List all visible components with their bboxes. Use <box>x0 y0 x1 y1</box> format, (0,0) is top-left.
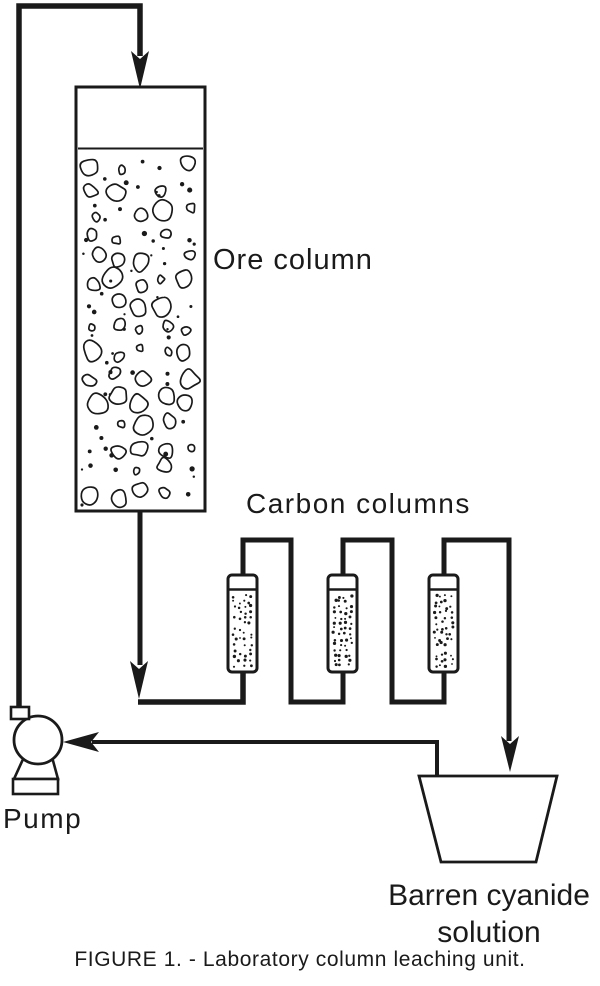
carbon-column-3-vessel <box>427 573 460 674</box>
flow-arrow-ore-outlet <box>130 661 148 699</box>
pipe-carbon1-to-carbon2 <box>240 537 346 705</box>
barren-solution-label-line2: solution <box>437 916 541 949</box>
ore-column-label: Ore column <box>213 244 373 276</box>
flow-arrow-into-solution-tank <box>501 736 519 772</box>
carbon-column-2-fill <box>331 594 354 667</box>
pump-inlet-tab <box>9 705 31 721</box>
carbon-column-1-fill <box>231 594 254 668</box>
carbon-column-3 <box>427 573 460 674</box>
pipe-ore-to-carbon1 <box>138 671 246 705</box>
pump-body <box>12 714 64 766</box>
pump-label: Pump <box>3 803 83 834</box>
pump-base <box>11 777 60 796</box>
carbon-column-2 <box>326 573 359 674</box>
ore-fill-texture <box>79 155 202 509</box>
supply-pipe <box>16 3 143 710</box>
carbon-columns-label: Carbon columns <box>246 488 471 519</box>
flow-arrow-into-pump <box>63 732 99 752</box>
pipe-carbon2-to-carbon3 <box>340 537 447 705</box>
carbon-column-1 <box>226 573 259 674</box>
barren-solution-label: Barren cyanide solution <box>363 877 600 951</box>
carbon-column-3-fill <box>432 593 455 669</box>
barren-solution-label-line1: Barren cyanide <box>388 879 590 912</box>
pump-symbol <box>9 705 64 796</box>
carbon-column-1-vessel <box>226 573 259 674</box>
pipe-carbon3-to-tank <box>441 537 512 741</box>
figure-caption: FIGURE 1. - Laboratory column leaching u… <box>74 948 526 971</box>
return-pipe-tank-to-pump <box>92 740 439 775</box>
solution-tank <box>417 774 559 864</box>
flow-arrow-into-ore-column <box>131 51 149 89</box>
